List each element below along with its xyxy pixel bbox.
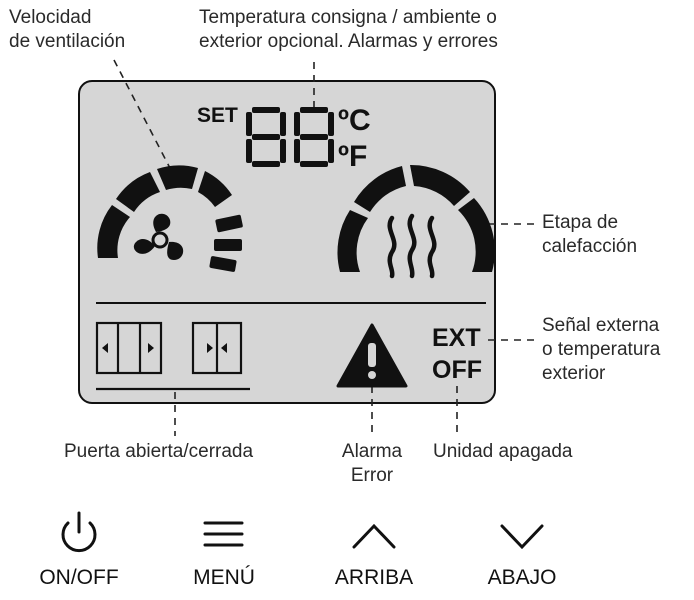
alarm-triangle-icon [336, 323, 408, 388]
up-button[interactable]: ARRIBA [324, 510, 424, 590]
annotation-line: Error [350, 465, 394, 486]
ext-label: EXT [432, 324, 481, 352]
heating-stage-annotation: Etapa de calefacción [542, 211, 637, 259]
on-off-label: ON/OFF [39, 566, 119, 589]
door-open-icon [95, 321, 163, 375]
celsius-unit: ºC [338, 104, 371, 137]
temperature-digits-value: 88 [252, 110, 253, 111]
annotation-line: exterior [542, 363, 606, 384]
annotation-line: o temperatura [542, 339, 661, 360]
seven-segment-digits [246, 107, 334, 167]
chevron-up-icon [352, 523, 396, 549]
door-closed-icon [191, 321, 243, 375]
down-button[interactable]: ABAJO [472, 510, 572, 590]
fan-speed-annotation: Velocidad de ventilación [9, 6, 125, 54]
fan-speed-gauge [97, 165, 243, 272]
heating-waves-icon [387, 213, 437, 279]
menu-icon [203, 521, 244, 547]
chevron-down-icon [500, 524, 544, 550]
up-label: ARRIBA [334, 566, 414, 589]
door-annotation: Puerta abierta/cerrada [64, 441, 254, 462]
on-off-button[interactable]: ON/OFF [29, 510, 129, 590]
annotation-line: Velocidad [9, 7, 92, 28]
down-label: ABAJO [487, 566, 557, 589]
external-signal-annotation: Señal externa o temperatura exterior [542, 314, 660, 386]
fan-speed-leader [113, 59, 173, 173]
temperature-annotation: Temperatura consigna / ambiente o exteri… [199, 6, 498, 54]
off-label: OFF [432, 356, 482, 384]
door-closed-arrows [207, 343, 227, 353]
annotation-line: exterior opcional. Alarmas y errores [199, 31, 498, 52]
annotation-line: Señal externa [542, 315, 660, 336]
unit-off-annotation: Unidad apagada [433, 441, 573, 462]
annotation-line: Temperatura consigna / ambiente o [199, 7, 497, 28]
door-open-arrows [102, 343, 154, 353]
annotation-line: Etapa de [542, 212, 619, 233]
alarm-annotation: Alarma Error [334, 440, 410, 488]
annotation-line: Alarma [341, 441, 403, 462]
annotation-line: de ventilación [9, 31, 126, 52]
menu-label: MENÚ [193, 566, 255, 589]
button-icons [61, 511, 544, 553]
fan-icon [133, 213, 184, 260]
heating-stage-gauge [337, 164, 495, 272]
annotation-line: calefacción [542, 236, 638, 257]
power-icon [61, 511, 97, 553]
fahrenheit-unit: ºF [338, 140, 368, 173]
menu-button[interactable]: MENÚ [174, 510, 274, 590]
set-label: SET [197, 104, 238, 127]
